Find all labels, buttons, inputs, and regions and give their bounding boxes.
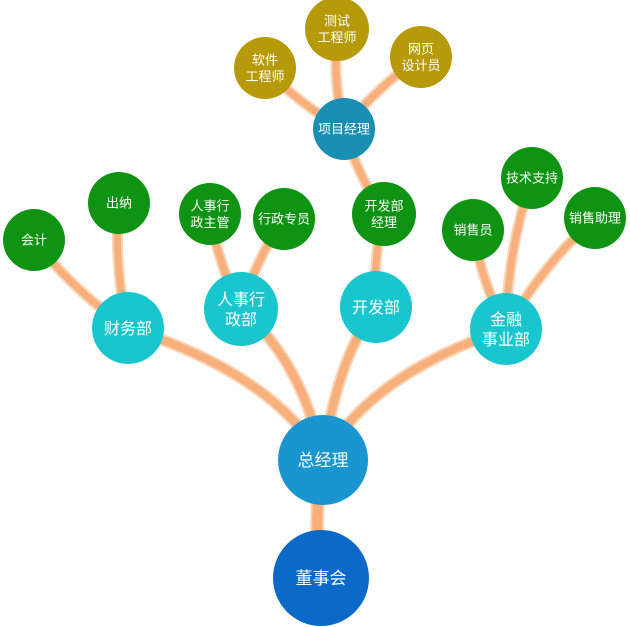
node-label-tech-support: 技术支持 — [506, 172, 558, 187]
node-label-admin-specialist: 行政专员 — [258, 213, 310, 228]
node-dev-manager: 开发部经理 — [352, 182, 416, 246]
node-circle-admin-specialist — [253, 188, 315, 250]
node-circle-accounting — [3, 209, 65, 271]
node-label-board: 董事会 — [296, 569, 347, 589]
node-circle-finance — [92, 292, 164, 364]
node-label-software-engineer: 软件工程师 — [245, 54, 284, 85]
node-project-manager: 项目经理 — [313, 98, 375, 160]
node-circle-tech-support — [501, 147, 563, 209]
node-label-accounting: 会计 — [21, 234, 47, 249]
node-label-web-designer: 网页设计员 — [401, 43, 440, 74]
node-circle-project-manager — [313, 98, 375, 160]
node-circle-dev — [340, 271, 412, 343]
node-circle-fin-biz — [470, 293, 542, 365]
node-label-test-engineer: 测试工程师 — [317, 15, 356, 46]
node-circle-ceo — [278, 415, 368, 505]
node-hr-admin-head: 人事行政主管 — [179, 183, 241, 245]
node-label-hr: 人事行政部 — [217, 290, 265, 329]
node-circle-hr — [204, 272, 278, 346]
node-circle-board — [273, 530, 369, 626]
node-software-engineer: 软件工程师 — [234, 37, 296, 99]
node-admin-specialist: 行政专员 — [253, 188, 315, 250]
node-test-engineer: 测试工程师 — [305, 0, 369, 61]
node-label-dev-manager: 开发部经理 — [364, 199, 403, 231]
node-label-hr-admin-head: 人事行政主管 — [190, 200, 229, 231]
node-circle-test-engineer — [305, 0, 369, 61]
node-cashier: 出纳 — [88, 172, 150, 234]
node-circle-sales-assistant — [564, 187, 626, 249]
node-label-cashier: 出纳 — [106, 197, 132, 212]
node-ceo: 总经理 — [278, 415, 368, 505]
node-accounting: 会计 — [3, 209, 65, 271]
node-sales-assistant: 销售助理 — [564, 187, 626, 249]
node-salesperson: 销售员 — [442, 199, 504, 261]
node-tech-support: 技术支持 — [501, 147, 563, 209]
node-circle-web-designer — [390, 26, 452, 88]
node-board: 董事会 — [273, 530, 369, 626]
node-label-project-manager: 项目经理 — [318, 123, 370, 138]
node-label-sales-assistant: 销售助理 — [569, 211, 621, 227]
node-finance: 财务部 — [92, 292, 164, 364]
node-circle-dev-manager — [352, 182, 416, 246]
node-hr: 人事行政部 — [204, 272, 278, 346]
node-label-ceo: 总经理 — [298, 451, 349, 471]
node-label-dev: 开发部 — [352, 298, 400, 317]
node-circle-software-engineer — [234, 37, 296, 99]
node-circle-hr-admin-head — [179, 183, 241, 245]
node-label-fin-biz: 金融事业部 — [482, 310, 530, 349]
node-dev: 开发部 — [340, 271, 412, 343]
node-web-designer: 网页设计员 — [390, 26, 452, 88]
node-label-salesperson: 销售员 — [453, 223, 492, 239]
node-fin-biz: 金融事业部 — [470, 293, 542, 365]
node-circle-salesperson — [442, 199, 504, 261]
node-circle-cashier — [88, 172, 150, 234]
node-label-finance: 财务部 — [104, 319, 152, 338]
